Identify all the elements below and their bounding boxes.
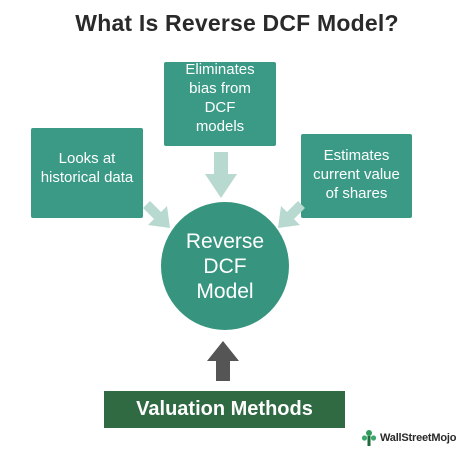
banner-valuation-methods: Valuation Methods	[104, 391, 345, 428]
arrow-up-icon	[207, 341, 239, 381]
arrow-down-icon	[205, 152, 237, 198]
arrow-diagonal-right-shape	[143, 201, 170, 228]
arrow-diagonal-left-icon	[278, 201, 305, 228]
hub-reverse-dcf-model: Reverse DCF Model	[161, 202, 289, 330]
arrow-diagonal-left-shape	[278, 201, 305, 228]
page-title: What Is Reverse DCF Model?	[75, 10, 399, 36]
box-current-value: Estimates current value of shares	[301, 134, 412, 218]
box-historical-data: Looks at historical data	[31, 128, 143, 218]
arrow-up-shape	[207, 341, 239, 381]
arrow-down-shape	[205, 152, 237, 198]
arrow-diagonal-right-icon	[143, 201, 170, 228]
brand-logo: WallStreetMojo	[361, 428, 456, 448]
box-eliminates-bias: Eliminates bias from DCF models	[164, 61, 276, 146]
brand-logo-icon	[361, 430, 377, 446]
brand-name: WallStreetMojo	[380, 432, 457, 444]
